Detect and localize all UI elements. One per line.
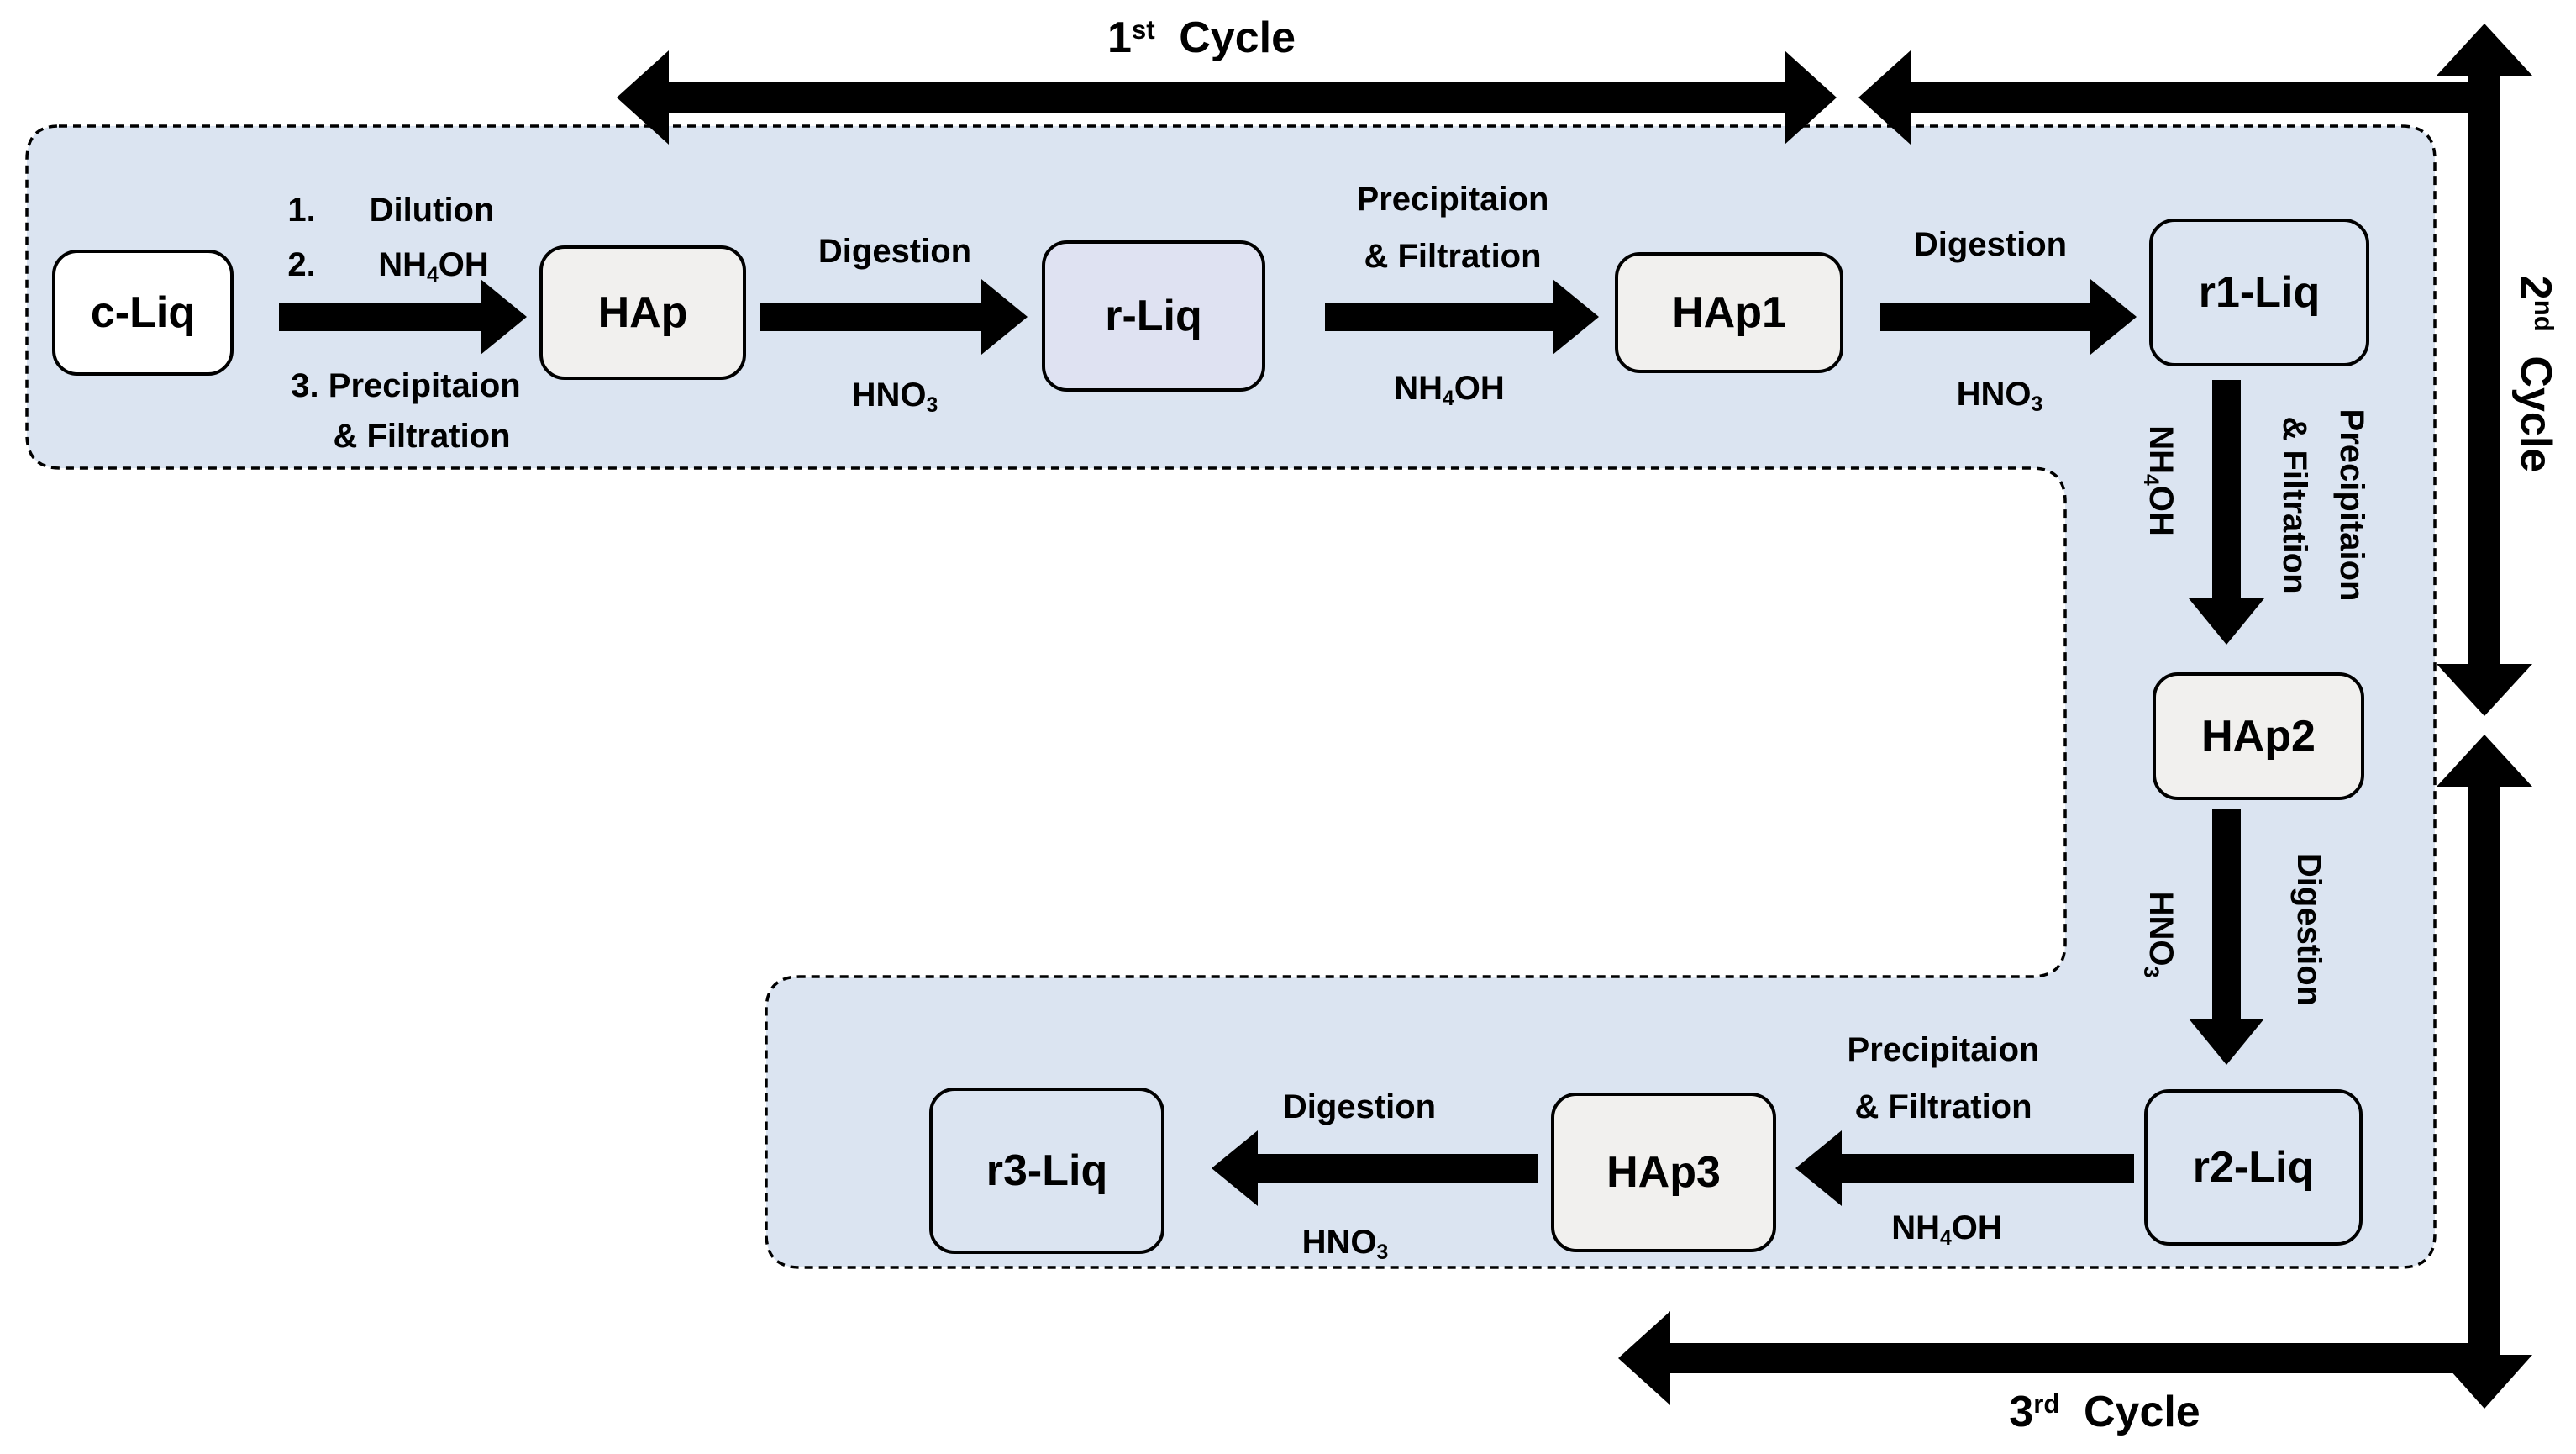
arrow-rliq-to-hap1 [1325,279,1599,355]
box-hap1: HAp1 [1615,252,1843,373]
nh4oh-label-3: NH4OH [1891,1209,2002,1249]
cycle-region-outline [25,124,2437,1269]
box-c-liq: c-Liq [52,250,234,376]
precipitaion-label-2: Precipitaion [2333,408,2370,602]
chem-sub: 3 [926,394,938,418]
cycle2-word: Cycle [2511,356,2560,473]
cycle2-number: 2 [2511,275,2560,300]
box-r3-liq-label: r3-Liq [986,1146,1108,1195]
chem-part: OH [438,246,489,283]
cycle3-word: Cycle [2083,1388,2200,1436]
cycle1-label: 1st Cycle [1107,16,1296,60]
box-hap: HAp [539,245,746,380]
box-r3-liq: r3-Liq [929,1088,1164,1254]
precipitaion-label-3: Precipitaion [1847,1031,2040,1068]
digestion-label-4: Digestion [1282,1088,1437,1125]
filtration-label-2: & Filtration [2276,416,2313,594]
box-r2-liq: r2-Liq [2144,1089,2363,1246]
arrow-cliq-to-hap [279,279,527,355]
chem-part: NH [378,246,427,283]
box-r-liq: r-Liq [1042,240,1265,392]
digestion-label-3: Digestion [2290,852,2327,1007]
cycle1-ordinal: st [1131,15,1155,45]
cycle1-word: Cycle [1179,13,1296,62]
hno3-label-4: HNO3 [1301,1224,1389,1263]
chem-part: OH [1951,1209,2002,1246]
chem-sub: 3 [1376,1241,1389,1265]
step3-label-line1: 3. Precipitaion [291,367,521,404]
step2-number: 2. [287,246,316,283]
chem-part: HNO [2142,891,2179,967]
filtration-label-1: & Filtration [1364,238,1542,275]
box-r2-liq-label: r2-Liq [2192,1143,2315,1192]
cycle3-ordinal: rd [2033,1389,2060,1420]
nh4oh-label-1: NH4OH [1394,370,1505,409]
chem-sub: 4 [1939,1227,1952,1251]
step1-label: Dilution [369,192,495,229]
cycle2-label: 2ndCycle [2511,275,2560,473]
chem-part: OH [1454,370,1505,407]
chem-part: OH [2142,485,2179,536]
step3-label-line2: & Filtration [333,418,511,455]
step2-chem-label: NH4OH [378,246,489,286]
hno3-label-1: HNO3 [851,377,938,416]
chem-sub: 4 [2138,473,2162,486]
box-r1-liq: r1-Liq [2149,219,2369,366]
nh4oh-label-2: NH4OH [2139,425,2179,536]
cycle1-number: 1 [1107,13,1132,62]
chem-sub: 3 [2031,393,2043,417]
arrow-r2liq-to-hap3 [1795,1130,2134,1206]
arrow-hap2-to-r2liq [2189,809,2264,1065]
chem-part: NH [2142,425,2179,474]
digestion-label-1: Digestion [817,233,972,270]
cycle3-label: 3rd Cycle [2009,1390,2200,1434]
precipitaion-label-1: Precipitaion [1356,181,1549,218]
box-hap2-label: HAp2 [2201,712,2316,761]
chem-part: NH [1394,370,1443,407]
chem-sub: 4 [426,264,439,287]
chem-sub: 4 [1442,387,1454,411]
box-hap3-label: HAp3 [1606,1148,1721,1197]
box-c-liq-label: c-Liq [90,288,196,337]
cycle1-span-arrow [617,50,1837,145]
chem-sub: 3 [2138,966,2162,978]
box-hap1-label: HAp1 [1672,288,1786,337]
arrow-hap1-to-r1liq [1880,279,2137,355]
box-r-liq-label: r-Liq [1105,292,1202,340]
arrow-r1liq-to-hap2 [2189,380,2264,645]
arrow-hap3-to-r3liq [1212,1130,1538,1206]
chem-part: HNO [1956,376,2032,413]
cycle3-number: 3 [2009,1388,2034,1436]
digestion-label-2: Digestion [1913,226,2068,263]
cycle3-span-arrow-vertical [2437,735,2532,1373]
box-r1-liq-label: r1-Liq [2198,268,2321,317]
arrow-hap-to-rliq [760,279,1028,355]
cycle2-span-arrow-vertical [2437,24,2532,716]
box-hap-label: HAp [597,288,688,337]
box-hap2: HAp2 [2153,672,2364,800]
step1-number: 1. [287,192,316,229]
cycle3-span-arrow-horizontal [1618,1311,2500,1405]
box-hap3: HAp3 [1551,1093,1776,1252]
chem-part: HNO [851,377,927,414]
filtration-label-3: & Filtration [1854,1088,2032,1125]
hno3-label-3: HNO3 [2139,891,2179,978]
cycle2-span-arrow-horizontal [1858,50,2500,145]
chem-part: HNO [1301,1224,1377,1261]
hno3-label-2: HNO3 [1956,376,2043,415]
cycle2-ordinal: nd [2528,299,2558,332]
chem-part: NH [1891,1209,1940,1246]
